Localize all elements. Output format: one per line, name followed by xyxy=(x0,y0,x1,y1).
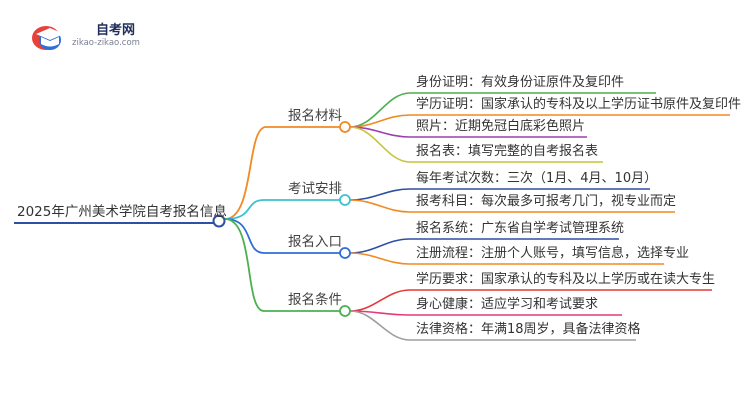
leaf-connector xyxy=(349,114,730,128)
branch-node[interactable] xyxy=(339,194,351,206)
branch-label[interactable]: 报名材料 xyxy=(288,108,342,124)
leaf-text[interactable]: 身份证明：有效身份证原件及复印件 xyxy=(416,75,625,90)
leaf-text[interactable]: 照片：近期免冠白底彩色照片 xyxy=(416,119,586,134)
leaf-connector xyxy=(349,188,650,201)
graduation-cap-icon xyxy=(32,26,64,50)
leaf-text[interactable]: 报名表：填写完整的自考报名表 xyxy=(416,144,599,159)
leaf-text[interactable]: 法律资格：年满18周岁，具备法律资格 xyxy=(416,322,641,337)
site-logo[interactable]: 自考网 zikao-zikao.com xyxy=(30,18,150,54)
mindmap-root[interactable]: 2025年广州美术学院自考报名信息 xyxy=(17,204,227,220)
leaf-text[interactable]: 每年考试次数：三次（1月、4月、10月） xyxy=(416,171,658,186)
leaf-connector xyxy=(349,289,712,312)
root-node[interactable] xyxy=(212,214,226,228)
branch-connector xyxy=(224,199,265,220)
leaf-connector xyxy=(349,199,675,213)
branch-label[interactable]: 报名入口 xyxy=(288,234,342,250)
logo-url: zikao-zikao.com xyxy=(72,38,140,48)
leaf-connector xyxy=(349,126,603,163)
branch-label[interactable]: 考试安排 xyxy=(288,181,342,197)
leaf-text[interactable]: 报考科目：每次最多可报考几门，视专业而定 xyxy=(416,194,677,209)
leaf-connector xyxy=(349,238,619,254)
leaf-text[interactable]: 学历要求：国家承认的专科及以上学历或在读大专生 xyxy=(416,272,716,287)
leaf-connector xyxy=(349,92,656,128)
leaf-connector xyxy=(349,252,664,265)
branch-node[interactable] xyxy=(339,247,351,259)
leaf-text[interactable]: 身心健康：适应学习和考试要求 xyxy=(416,297,599,312)
branch-node[interactable] xyxy=(339,121,351,133)
logo-name: 自考网 xyxy=(96,23,136,38)
branch-node[interactable] xyxy=(339,305,351,317)
branch-label[interactable]: 报名条件 xyxy=(288,292,342,308)
leaf-text[interactable]: 注册流程：注册个人账号，填写信息，选择专业 xyxy=(416,246,690,261)
branch-connector xyxy=(224,218,265,312)
leaf-text[interactable]: 学历证明：国家承认的专科及以上学历证书原件及复印件 xyxy=(416,97,742,112)
branch-connector xyxy=(224,126,267,220)
branch-connector xyxy=(224,218,265,254)
leaf-text[interactable]: 报名系统：广东省自学考试管理系统 xyxy=(416,221,625,236)
leaf-connector xyxy=(349,310,636,341)
